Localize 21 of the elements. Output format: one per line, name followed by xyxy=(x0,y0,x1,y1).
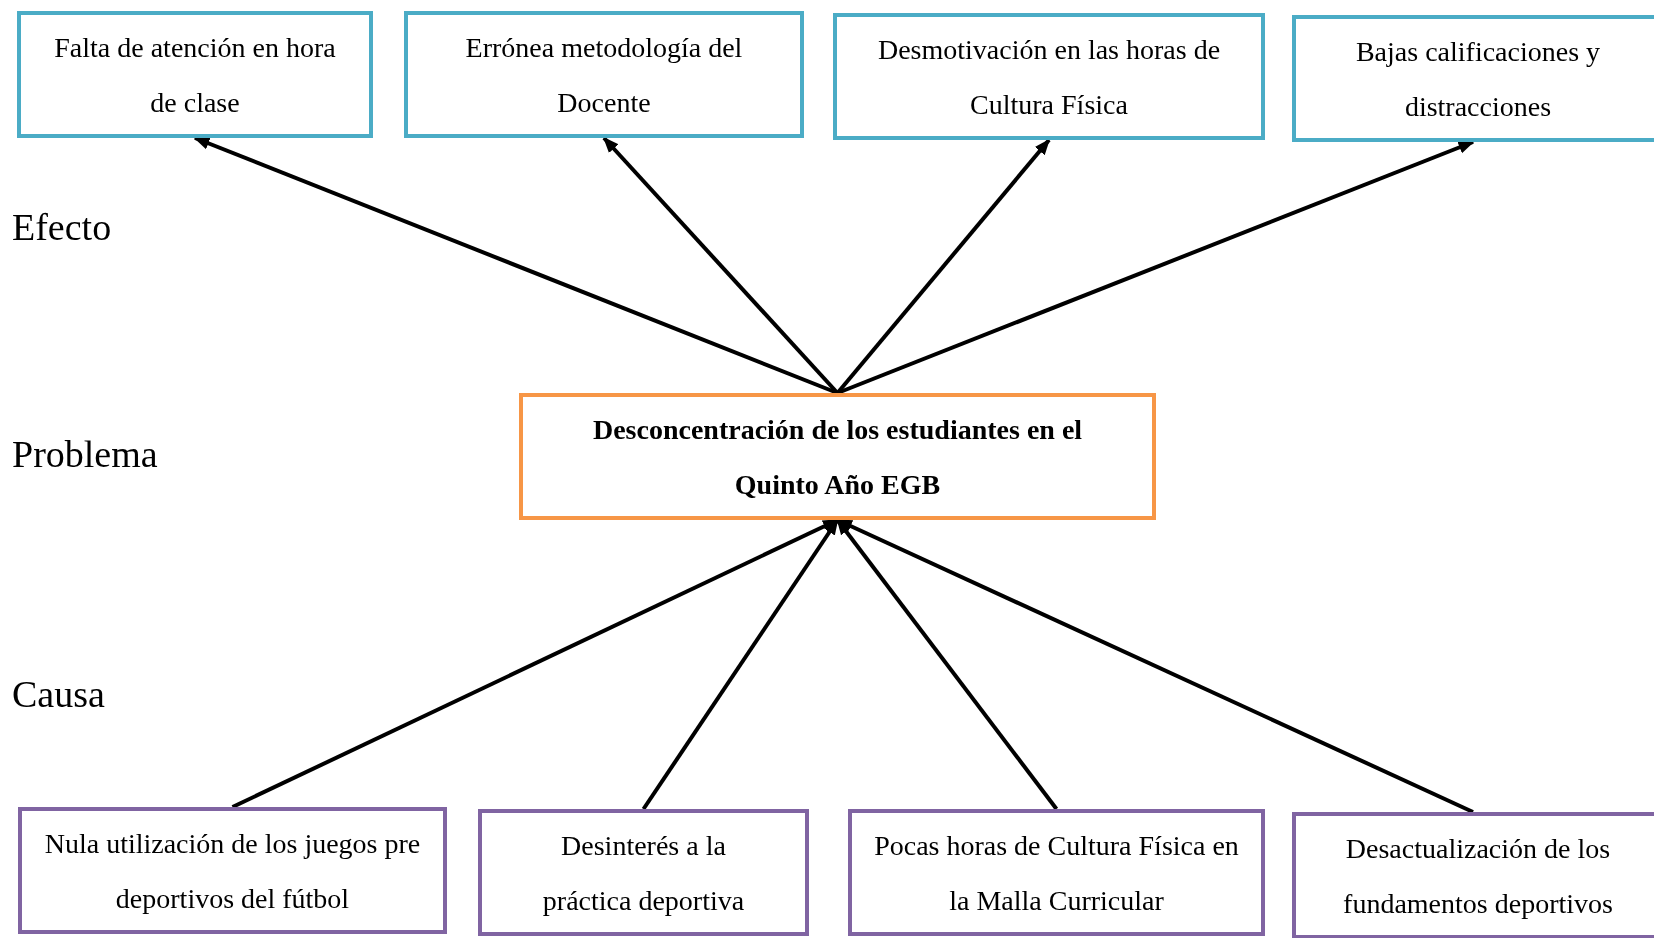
problem-box xyxy=(519,393,1156,520)
box-text: Desconcentración de los estudiantes en el Quinto Año EGB xyxy=(591,412,1084,502)
cause-box xyxy=(848,809,1265,936)
box-text: Bajas calificaciones y distracciones xyxy=(1354,34,1602,124)
row-label: Efecto xyxy=(12,205,112,249)
cause-box xyxy=(1292,812,1654,938)
box-text: Nula utilización de los juegos pre deportivos del fútbol xyxy=(43,826,422,916)
box-text: Pocas horas de Cultura Física en la Malla Curricular xyxy=(873,828,1240,918)
row-label: Causa xyxy=(12,672,105,716)
effect-box xyxy=(1292,15,1654,142)
box-text: Errónea metodología del Docente xyxy=(464,30,744,120)
box-text: Falta de atención en hora de clase xyxy=(53,30,337,120)
effect-box xyxy=(404,11,804,138)
box-text: Desmotivación en las horas de Cultura Física xyxy=(876,32,1222,122)
cause-box xyxy=(18,807,447,934)
box-text: Desactualización de los fundamentos deportivos xyxy=(1342,831,1614,921)
effect-box xyxy=(833,13,1265,140)
cause-box xyxy=(478,809,809,936)
box-text: Desinterés a la práctica deportiva xyxy=(541,828,746,918)
row-label: Problema xyxy=(12,432,158,476)
effect-box xyxy=(17,11,373,138)
